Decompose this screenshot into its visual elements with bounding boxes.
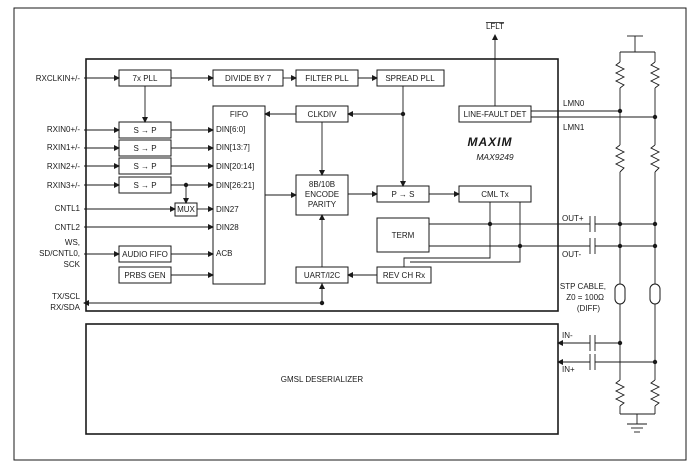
rxin2-label: RXIN2+/- — [47, 162, 80, 171]
rx-sda-label: RX/SDA — [50, 303, 80, 312]
fifo-port-din27: DIN27 — [216, 205, 239, 214]
filter-pll-label: FILTER PLL — [305, 74, 349, 83]
ground-icon — [627, 423, 647, 433]
stp-cable-label: STP CABLE, — [560, 282, 606, 291]
fifo-port-din-13-7: DIN[13:7] — [216, 143, 250, 152]
tx-scl-label: TX/SCL — [52, 292, 81, 301]
line-fault-resistor-network — [614, 35, 661, 284]
lmn1-label: LMN1 — [563, 123, 585, 132]
stp-cable-symbol — [614, 283, 661, 380]
encode-label-line1: 8B/10B — [309, 180, 335, 189]
sck-label: SCK — [64, 260, 81, 269]
part-number-label: MAX9249 — [476, 152, 514, 162]
gmsl-deserializer-label: GMSL DESERIALIZER — [281, 375, 364, 384]
rxclkin-label: RXCLKIN+/- — [36, 74, 81, 83]
clkdiv-label: CLKDIV — [308, 110, 338, 119]
encode-label-line3: PARITY — [308, 200, 337, 209]
sd-cntl0-label: SD/CNTL0, — [39, 249, 80, 258]
sp-label-3: S → P — [133, 181, 156, 190]
rev-ch-rx-label: REV CH Rx — [383, 271, 425, 280]
cntl1-label: CNTL1 — [55, 204, 81, 213]
sp-label-2: S → P — [133, 162, 156, 171]
fifo-port-acb: ACB — [216, 249, 232, 258]
figure-frame — [13, 7, 687, 461]
rxin0-label: RXIN0+/- — [47, 125, 80, 134]
divide-by-7-label: DIVIDE BY 7 — [225, 74, 272, 83]
lflt-label: LFLT — [486, 22, 504, 31]
in-plus-label: IN+ — [562, 365, 575, 374]
impedance-label: Z0 = 100Ω — [566, 293, 604, 302]
uart-i2c-label: UART/I2C — [304, 271, 341, 280]
encode-label-line2: ENCODE — [305, 190, 339, 199]
cntl2-label: CNTL2 — [55, 223, 81, 232]
cml-tx-label: CML Tx — [481, 190, 509, 199]
termination-resistor-network — [614, 379, 661, 424]
mux-label: MUX — [177, 205, 195, 214]
term-label: TERM — [392, 231, 415, 240]
in-minus-label: IN- — [562, 331, 573, 340]
lmn0-label: LMN0 — [563, 99, 585, 108]
ps-label: P → S — [392, 190, 415, 199]
pll-7x-label: 7x PLL — [133, 74, 158, 83]
fifo-port-din-20-14: DIN[20:14] — [216, 162, 254, 171]
fifo-port-din28: DIN28 — [216, 223, 239, 232]
out-minus-label: OUT- — [562, 250, 581, 259]
fifo-port-din-6-0: DIN[6:0] — [216, 125, 245, 134]
fifo-port-din-26-21: DIN[26:21] — [216, 181, 254, 190]
rxin3-label: RXIN3+/- — [47, 181, 80, 190]
term-block — [376, 217, 430, 253]
coupling-capacitors — [589, 216, 655, 370]
audio-fifo-label: AUDIO FIFO — [122, 250, 168, 259]
gmsl-deserializer-box — [85, 323, 559, 435]
prbs-gen-label: PRBS GEN — [124, 271, 166, 280]
spread-pll-label: SPREAD PLL — [385, 74, 435, 83]
fifo-block — [212, 105, 266, 285]
sp-label-0: S → P — [133, 126, 156, 135]
fifo-label: FIFO — [230, 110, 248, 119]
diff-label: (DIFF) — [577, 304, 600, 313]
sp-label-1: S → P — [133, 144, 156, 153]
maxim-logo: MAXIM — [468, 135, 513, 149]
rxin1-label: RXIN1+/- — [47, 143, 80, 152]
ws-label: WS, — [65, 238, 80, 247]
out-plus-label: OUT+ — [562, 214, 584, 223]
line-fault-det-label: LINE-FAULT DET — [464, 110, 527, 119]
